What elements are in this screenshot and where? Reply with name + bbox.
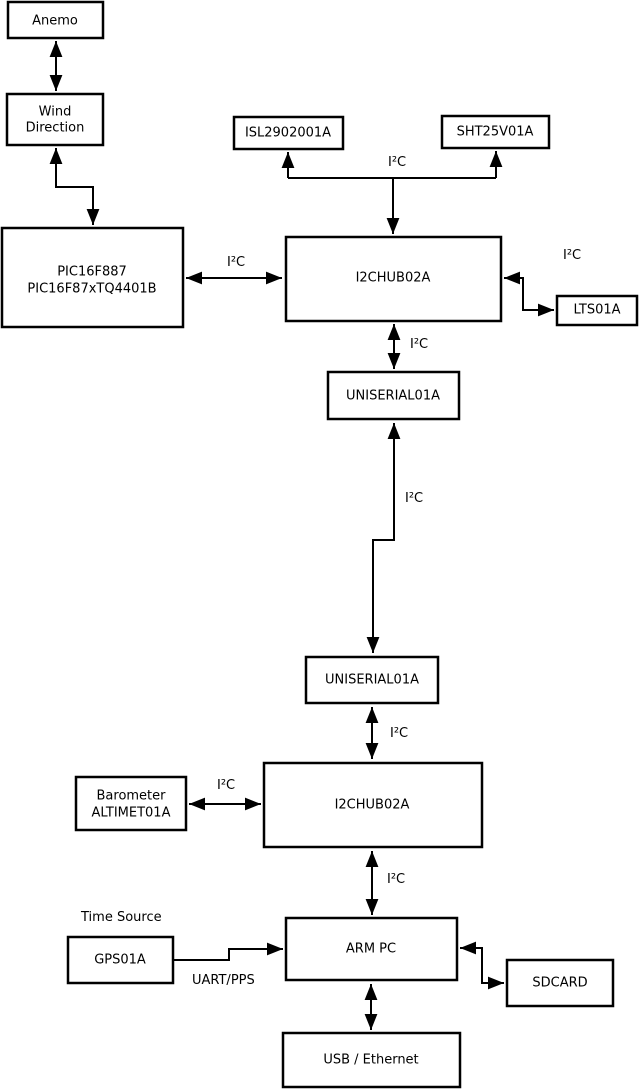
uart-pps-label: UART/PPS	[192, 973, 255, 988]
i2c-barometer-hub2-label: I²C	[217, 778, 235, 793]
sdcard-label: SDCARD	[532, 976, 587, 991]
arm-pc-box	[284, 916, 459, 982]
wind-direction-label-line1: Wind	[39, 105, 72, 120]
node-lts: LTS01A	[555, 294, 639, 327]
node-pic: PIC16F887 PIC16F87xTQ4401B	[0, 226, 185, 329]
time-source-label: Time Source	[80, 910, 162, 925]
i2c-hub-2-label: I2CHUB02A	[335, 798, 410, 813]
node-arm-pc: ARM PC	[284, 916, 459, 982]
barometer-label-line1: Barometer	[97, 789, 167, 804]
node-i2c-hub-1: I2CHUB02A	[284, 235, 503, 323]
edge-gps-armpc	[174, 942, 283, 961]
pic-label-line2: PIC16F87xTQ4401B	[27, 282, 156, 297]
i2c-hub1-uniserial1-label: I²C	[410, 337, 428, 352]
usb-ethernet-label: USB / Ethernet	[323, 1053, 418, 1068]
node-uniserial-2: UNISERIAL01A	[304, 655, 440, 705]
node-sht: SHT25V01A	[440, 114, 551, 150]
uniserial-1-box	[326, 370, 461, 421]
sht-label: SHT25V01A	[457, 125, 534, 140]
uniserial-2-box	[304, 655, 440, 705]
i2c-uniserial-link-label: I²C	[405, 491, 423, 506]
sht-box	[440, 114, 551, 150]
i2c-sensors-label: I²C	[388, 155, 406, 170]
lts-label: LTS01A	[573, 303, 620, 318]
lts-box	[555, 294, 639, 327]
node-isl: ISL2902001A	[232, 115, 345, 151]
i2c-hub-1-box	[284, 235, 503, 323]
gps-label: GPS01A	[94, 953, 146, 968]
wind-direction-label-line2: Direction	[26, 121, 85, 136]
sdcard-box	[505, 958, 615, 1008]
i2c-uniserial2-hub2-label: I²C	[390, 726, 408, 741]
i2c-hub1-lts-label: I²C	[563, 248, 581, 263]
gps-box	[66, 935, 175, 985]
edge-uniserial1-uniserial2	[366, 423, 401, 653]
node-usb-ethernet: USB / Ethernet	[281, 1031, 462, 1089]
isl-label: ISL2902001A	[245, 126, 331, 141]
anemo-label: Anemo	[32, 14, 78, 29]
i2c-hub-1-label: I2CHUB02A	[356, 271, 431, 286]
anemo-box	[6, 0, 105, 40]
isl-box	[232, 115, 345, 151]
pic-label-line1: PIC16F887	[57, 265, 127, 280]
uniserial-1-label: UNISERIAL01A	[346, 389, 440, 404]
node-i2c-hub-2: I2CHUB02A	[262, 761, 484, 849]
node-anemo: Anemo	[6, 0, 105, 40]
pic-box	[0, 226, 185, 329]
i2c-pic-hub1-label: I²C	[227, 255, 245, 270]
node-wind-direction: Wind Direction	[5, 92, 105, 147]
edge-hub1-lts	[504, 271, 554, 317]
wind-direction-box	[5, 92, 105, 147]
edge-wind-pic	[49, 148, 100, 225]
node-uniserial-1: UNISERIAL01A	[326, 370, 461, 421]
node-barometer: Barometer ALTIMET01A	[74, 775, 188, 832]
uniserial-2-label: UNISERIAL01A	[325, 673, 419, 688]
barometer-label-line2: ALTIMET01A	[92, 806, 171, 821]
node-sdcard: SDCARD	[505, 958, 615, 1008]
edge-armpc-sdcard	[460, 941, 504, 990]
arm-pc-label: ARM PC	[346, 942, 396, 957]
usb-ethernet-box	[281, 1031, 462, 1089]
i2c-hub2-armpc-label: I²C	[387, 872, 405, 887]
node-gps: GPS01A	[66, 935, 175, 985]
barometer-box	[74, 775, 188, 832]
i2c-hub-2-box	[262, 761, 484, 849]
